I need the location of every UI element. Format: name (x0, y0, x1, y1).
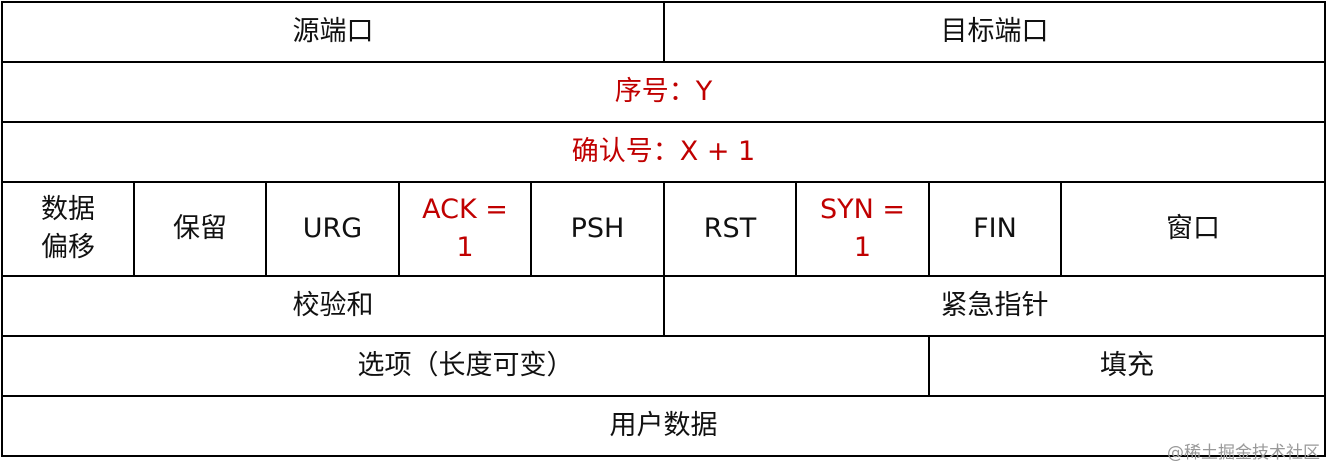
options-cell: 选项（长度可变） (1, 335, 930, 397)
ack-number-cell: 确认号：X + 1 (1, 121, 1326, 183)
ack-flag-cell: ACK = 1 (398, 181, 532, 277)
reserved-cell: 保留 (133, 181, 267, 277)
data-offset-cell: 数据 偏移 (1, 181, 135, 277)
syn-flag-cell: SYN = 1 (795, 181, 930, 277)
source-port-cell: 源端口 (1, 1, 665, 63)
rst-cell: RST (663, 181, 797, 277)
user-data-cell: 用户数据 (1, 395, 1326, 457)
urg-cell: URG (265, 181, 400, 277)
checksum-cell: 校验和 (1, 275, 665, 337)
window-cell: 窗口 (1060, 181, 1326, 277)
psh-cell: PSH (530, 181, 665, 277)
sequence-cell: 序号：Y (1, 61, 1326, 123)
urgent-pointer-cell: 紧急指针 (663, 275, 1326, 337)
fin-cell: FIN (928, 181, 1062, 277)
dest-port-cell: 目标端口 (663, 1, 1326, 63)
watermark: @稀土掘金技术社区 (1167, 443, 1320, 463)
padding-cell: 填充 (928, 335, 1326, 397)
